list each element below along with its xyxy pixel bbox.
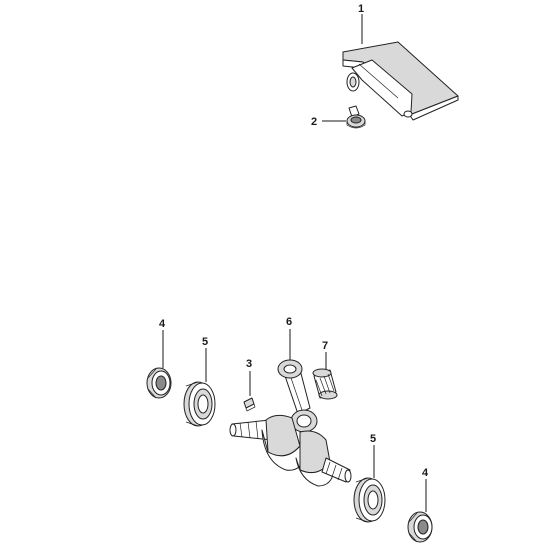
part-5-bearing-right[interactable] (353, 477, 386, 523)
part-4-seal-right[interactable] (407, 511, 433, 543)
part-6-crankshaft[interactable] (229, 359, 352, 487)
part-4-seal-left[interactable] (146, 367, 172, 399)
part-1-cover[interactable] (342, 41, 459, 121)
callout-5b: 5 (370, 433, 376, 445)
callout-4b: 4 (422, 467, 429, 479)
part-3-key[interactable] (243, 397, 256, 412)
callout-2: 2 (311, 116, 317, 128)
callout-7: 7 (322, 340, 328, 352)
part-5-bearing-left[interactable] (183, 381, 216, 427)
part-7-needle-bearing[interactable] (312, 368, 338, 400)
part-2-screw[interactable] (346, 105, 366, 129)
callout-4a: 4 (159, 318, 166, 330)
callout-3: 3 (246, 358, 252, 370)
callout-5a: 5 (202, 336, 208, 348)
callout-6: 6 (286, 316, 292, 328)
callout-1: 1 (358, 3, 364, 15)
